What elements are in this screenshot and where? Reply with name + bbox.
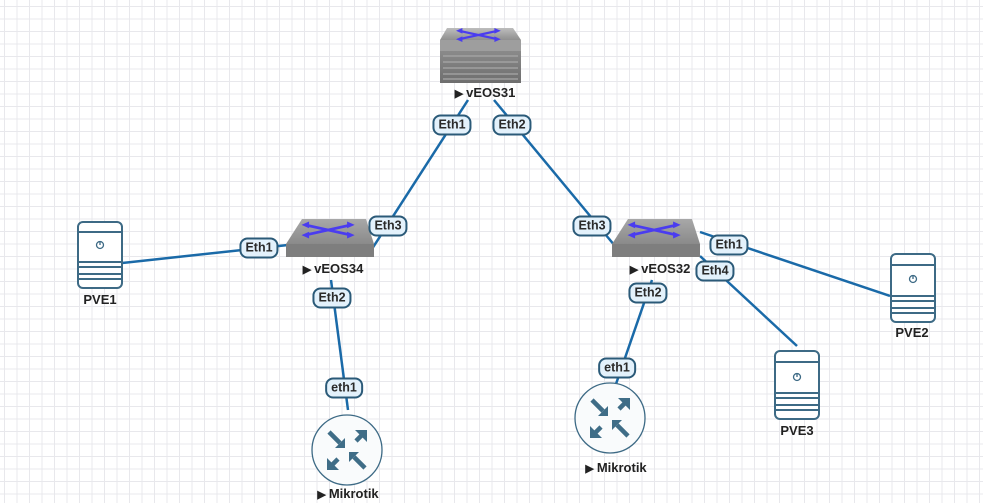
node-veos31[interactable] xyxy=(440,26,521,83)
router-arrows-icon xyxy=(590,398,630,438)
play-triangle-icon: ▶ xyxy=(585,463,594,475)
label-veos34[interactable]: ▶vEOS34 xyxy=(302,261,364,276)
label-pve1[interactable]: PVE1 xyxy=(83,292,117,307)
node-mikrotik2[interactable] xyxy=(574,382,646,454)
port-veos31-eth2[interactable]: Eth2 xyxy=(492,114,532,136)
port-veos32-eth1[interactable]: Eth1 xyxy=(709,234,749,256)
port-veos32-eth2[interactable]: Eth2 xyxy=(628,282,668,304)
node-veos32[interactable] xyxy=(612,219,700,257)
label-pve2[interactable]: PVE2 xyxy=(895,325,929,340)
port-mikrotik2-eth1[interactable]: eth1 xyxy=(598,357,636,379)
label-veos32[interactable]: ▶vEOS32 xyxy=(629,261,691,276)
port-veos32-eth3[interactable]: Eth3 xyxy=(572,215,612,237)
port-mikrotik1-eth1[interactable]: eth1 xyxy=(325,377,363,399)
label-mikrotik2[interactable]: ▶Mikrotik xyxy=(585,460,647,475)
port-veos34-eth1[interactable]: Eth1 xyxy=(239,237,279,259)
port-veos34-eth2[interactable]: Eth2 xyxy=(312,287,352,309)
port-veos32-eth4[interactable]: Eth4 xyxy=(695,260,735,282)
label-mikrotik1[interactable]: ▶Mikrotik xyxy=(317,486,379,501)
port-veos31-eth1[interactable]: Eth1 xyxy=(432,114,472,136)
play-triangle-icon: ▶ xyxy=(317,489,326,501)
label-veos31[interactable]: ▶vEOS31 xyxy=(454,85,516,100)
router-arrows-icon xyxy=(327,430,367,470)
play-triangle-icon: ▶ xyxy=(629,264,639,276)
node-veos34[interactable] xyxy=(286,219,374,257)
node-pve2[interactable] xyxy=(890,253,936,323)
port-veos34-eth3[interactable]: Eth3 xyxy=(368,215,408,237)
play-triangle-icon: ▶ xyxy=(302,264,312,276)
node-pve1[interactable] xyxy=(77,221,123,289)
label-pve3[interactable]: PVE3 xyxy=(780,423,814,438)
node-pve3[interactable] xyxy=(774,350,820,420)
play-triangle-icon: ▶ xyxy=(454,88,464,100)
node-mikrotik1[interactable] xyxy=(311,414,383,486)
